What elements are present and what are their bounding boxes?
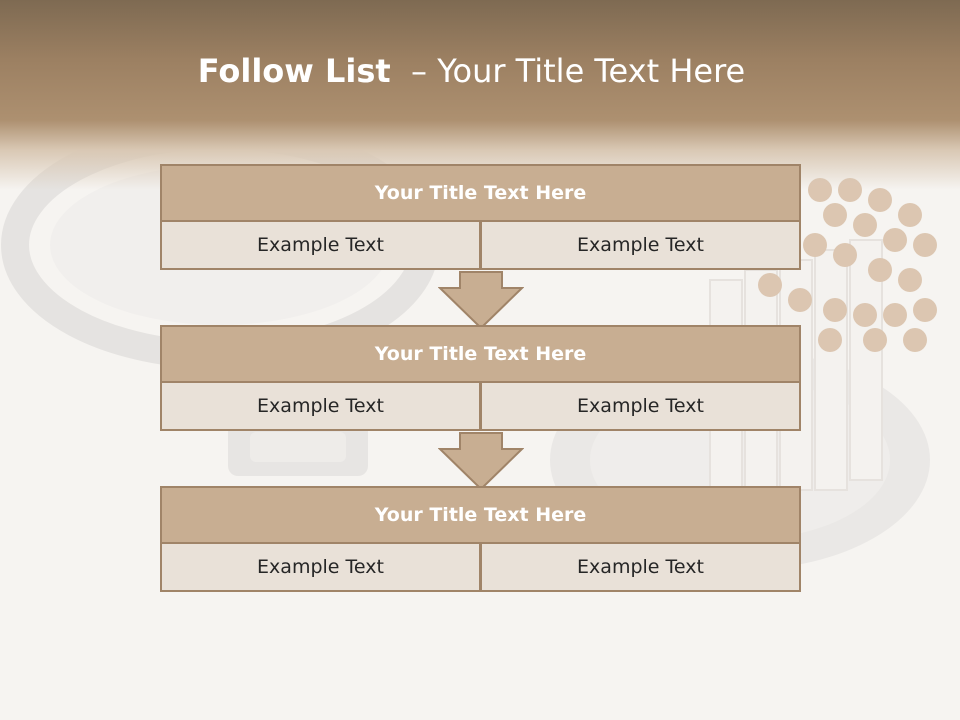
block-cell-right: Example Text [480, 220, 801, 270]
slide-title: Follow List – Your Title Text Here [0, 52, 943, 90]
header-band [0, 0, 960, 190]
down-arrow-icon [438, 432, 524, 491]
title-rest: – Your Title Text Here [411, 52, 746, 90]
block-title: Your Title Text Here [160, 164, 801, 222]
block-cell-right: Example Text [480, 542, 801, 592]
down-arrow-icon [438, 271, 524, 330]
block-cell-right: Example Text [480, 381, 801, 431]
block-cell-left: Example Text [160, 220, 481, 270]
block-cell-left: Example Text [160, 381, 481, 431]
block-cell-left: Example Text [160, 542, 481, 592]
block-title: Your Title Text Here [160, 486, 801, 544]
title-bold: Follow List [197, 52, 391, 90]
block-title: Your Title Text Here [160, 325, 801, 383]
